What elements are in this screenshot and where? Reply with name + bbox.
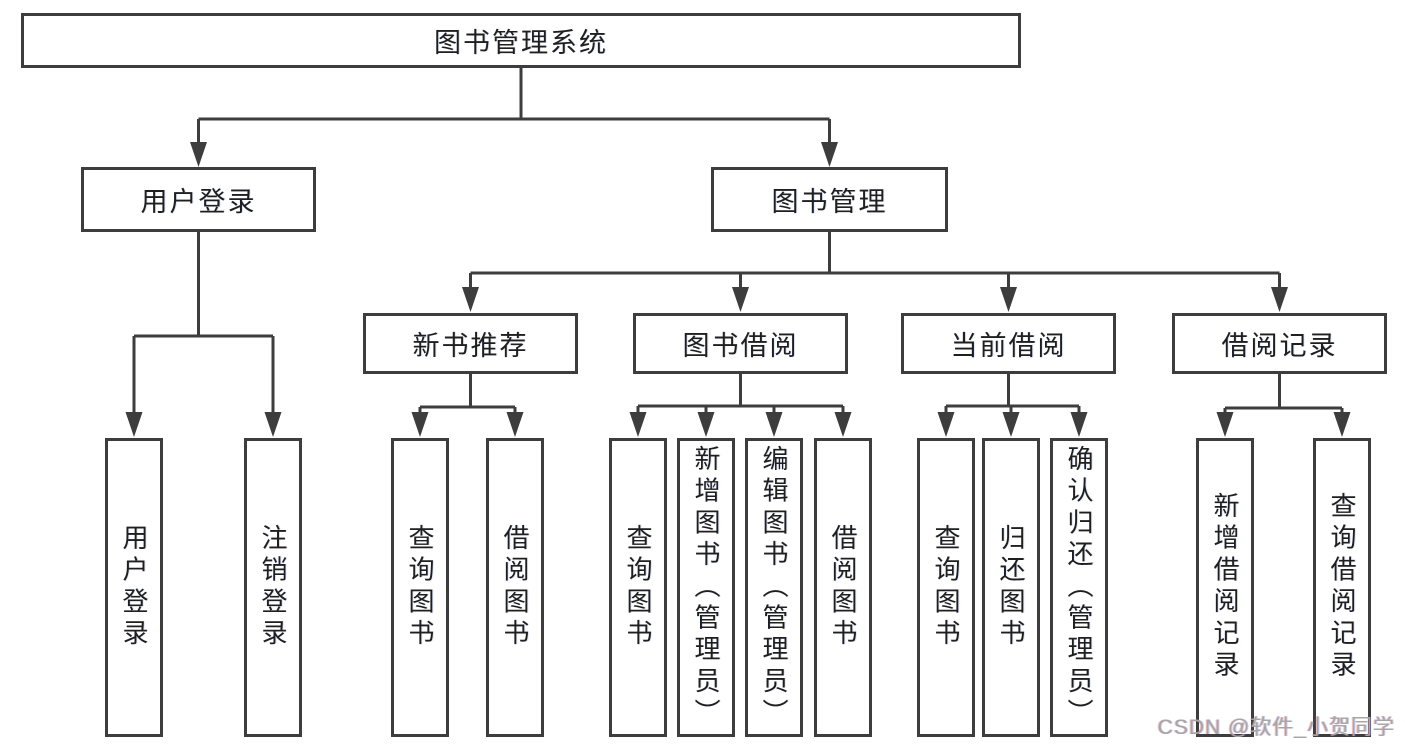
node-label: 图书管理 <box>771 187 888 217</box>
node-label: 归还图书 <box>996 524 1026 651</box>
node-label: 图书管理系统 <box>434 28 608 58</box>
node-label: 用户登录 <box>119 524 149 651</box>
leaf-borrow-books-recommend: 借阅图书 <box>486 438 544 737</box>
arrow-down-icon <box>125 412 143 437</box>
node-label: 新增借阅记录 <box>1210 492 1240 683</box>
node-label: 借阅图书 <box>828 524 858 651</box>
leaf-query-books-borrow: 查询图书 <box>609 438 667 737</box>
arrow-down-icon <box>697 412 715 437</box>
arrow-down-icon <box>264 412 282 437</box>
node-current-borrowing: 当前借阅 <box>901 313 1116 374</box>
leaf-confirm-return-admin: 确认归还（管理员） <box>1050 438 1108 737</box>
arrow-down-icon <box>1333 412 1351 437</box>
arrow-down-icon <box>506 412 524 437</box>
leaf-borrow-books: 借阅图书 <box>814 438 872 737</box>
arrow-down-icon <box>190 142 207 167</box>
leaf-user-login: 用户登录 <box>105 438 163 737</box>
arrow-down-icon <box>1271 287 1288 312</box>
arrow-down-icon <box>937 412 955 437</box>
node-label: 新书推荐 <box>412 331 529 361</box>
connector-book-management-to-level3 <box>469 229 1281 288</box>
node-label: 确认归还（管理员） <box>1064 444 1094 731</box>
node-borrowing-records: 借阅记录 <box>1172 313 1387 374</box>
leaf-add-book-admin: 新增图书（管理员） <box>677 438 735 737</box>
arrow-down-icon <box>821 142 838 167</box>
node-label: 查询借阅记录 <box>1327 492 1357 683</box>
arrow-down-icon <box>1002 412 1020 437</box>
arrow-down-icon <box>732 287 749 312</box>
connector-new-book-to-leaves <box>418 371 517 413</box>
leaf-query-books-recommend: 查询图书 <box>391 438 449 737</box>
node-label: 查询图书 <box>931 524 961 651</box>
node-label: 查询图书 <box>623 524 653 651</box>
node-label: 用户登录 <box>140 187 257 217</box>
node-label: 新增图书（管理员） <box>691 444 721 731</box>
leaf-query-books-current: 查询图书 <box>917 438 975 737</box>
node-label: 当前借阅 <box>950 331 1067 361</box>
node-user-login: 用户登录 <box>81 167 316 232</box>
node-label: 图书借阅 <box>682 331 799 361</box>
arrow-down-icon <box>462 287 479 312</box>
node-label: 借阅记录 <box>1221 331 1338 361</box>
connector-current-borrow-to-leaves <box>944 371 1081 413</box>
node-label: 编辑图书（管理员） <box>759 444 789 731</box>
connector-book-borrow-to-leaves <box>636 371 845 413</box>
node-book-borrowing: 图书借阅 <box>633 313 848 374</box>
node-label: 查询图书 <box>405 524 435 651</box>
node-label: 注销登录 <box>258 524 288 651</box>
arrow-down-icon <box>765 412 783 437</box>
leaf-logout-login: 注销登录 <box>244 438 302 737</box>
leaf-add-borrow-record: 新增借阅记录 <box>1196 438 1254 737</box>
arrow-down-icon <box>1216 412 1234 437</box>
csdn-watermark: CSDN @软件_小贺同学 <box>1157 716 1395 739</box>
leaf-return-book: 归还图书 <box>982 438 1040 737</box>
arrow-down-icon <box>1000 287 1017 312</box>
node-library-management-system: 图书管理系统 <box>21 13 1021 68</box>
arrow-down-icon <box>1070 412 1088 437</box>
arrow-down-icon <box>834 412 852 437</box>
node-new-book-recommendation: 新书推荐 <box>363 313 578 374</box>
arrowheads <box>125 142 1351 437</box>
node-label: 借阅图书 <box>500 524 530 651</box>
leaf-query-borrow-record: 查询借阅记录 <box>1313 438 1371 737</box>
node-book-management: 图书管理 <box>711 167 948 232</box>
connector-root-to-level2 <box>197 66 831 143</box>
arrow-down-icon <box>411 412 429 437</box>
leaf-edit-book-admin: 编辑图书（管理员） <box>745 438 803 737</box>
arrow-down-icon <box>629 412 647 437</box>
connector-borrow-records-to-leaves <box>1223 371 1344 413</box>
connector-user-login-to-leaves <box>132 229 275 413</box>
